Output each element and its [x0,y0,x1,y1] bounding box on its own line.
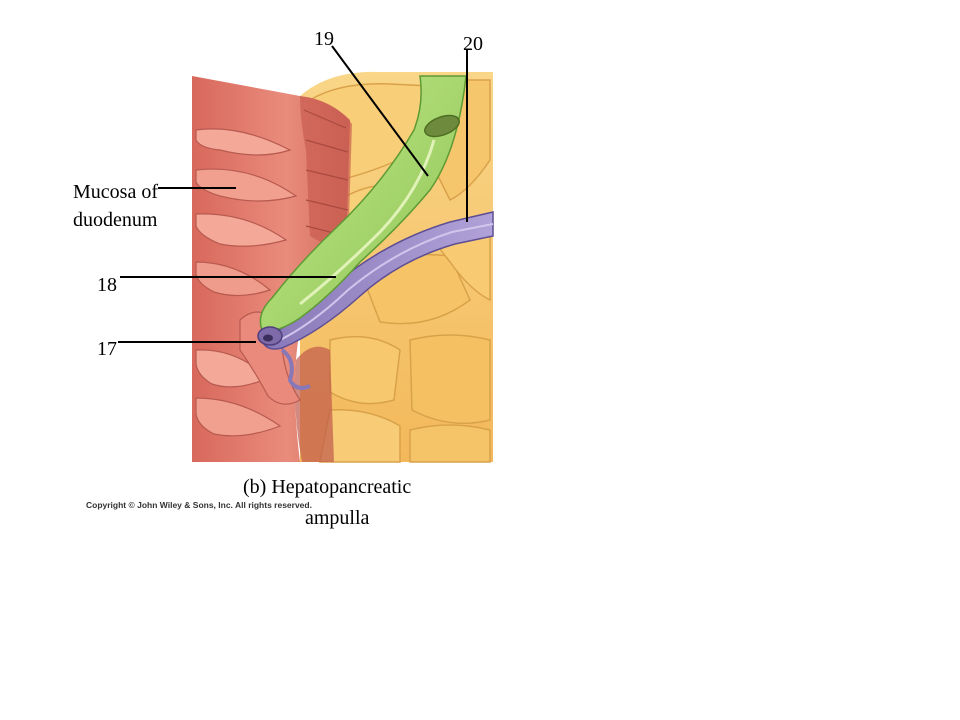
copyright-notice: Copyright © John Wiley & Sons, Inc. All … [86,500,312,510]
label-18: 18 [97,274,117,296]
caption-line1: (b) Hepatopancreatic [243,476,412,498]
label-17: 17 [97,338,117,360]
pancreatic-duct [261,211,494,390]
label-20: 20 [463,33,483,55]
leader-line-19 [331,45,429,177]
ampulla-opening [257,326,283,346]
label-19: 19 [314,28,334,50]
label-mucosa-line2: duodenum [73,209,158,231]
label-mucosa-line1: Mucosa of [73,181,158,203]
caption-line2: ampulla [305,507,370,529]
